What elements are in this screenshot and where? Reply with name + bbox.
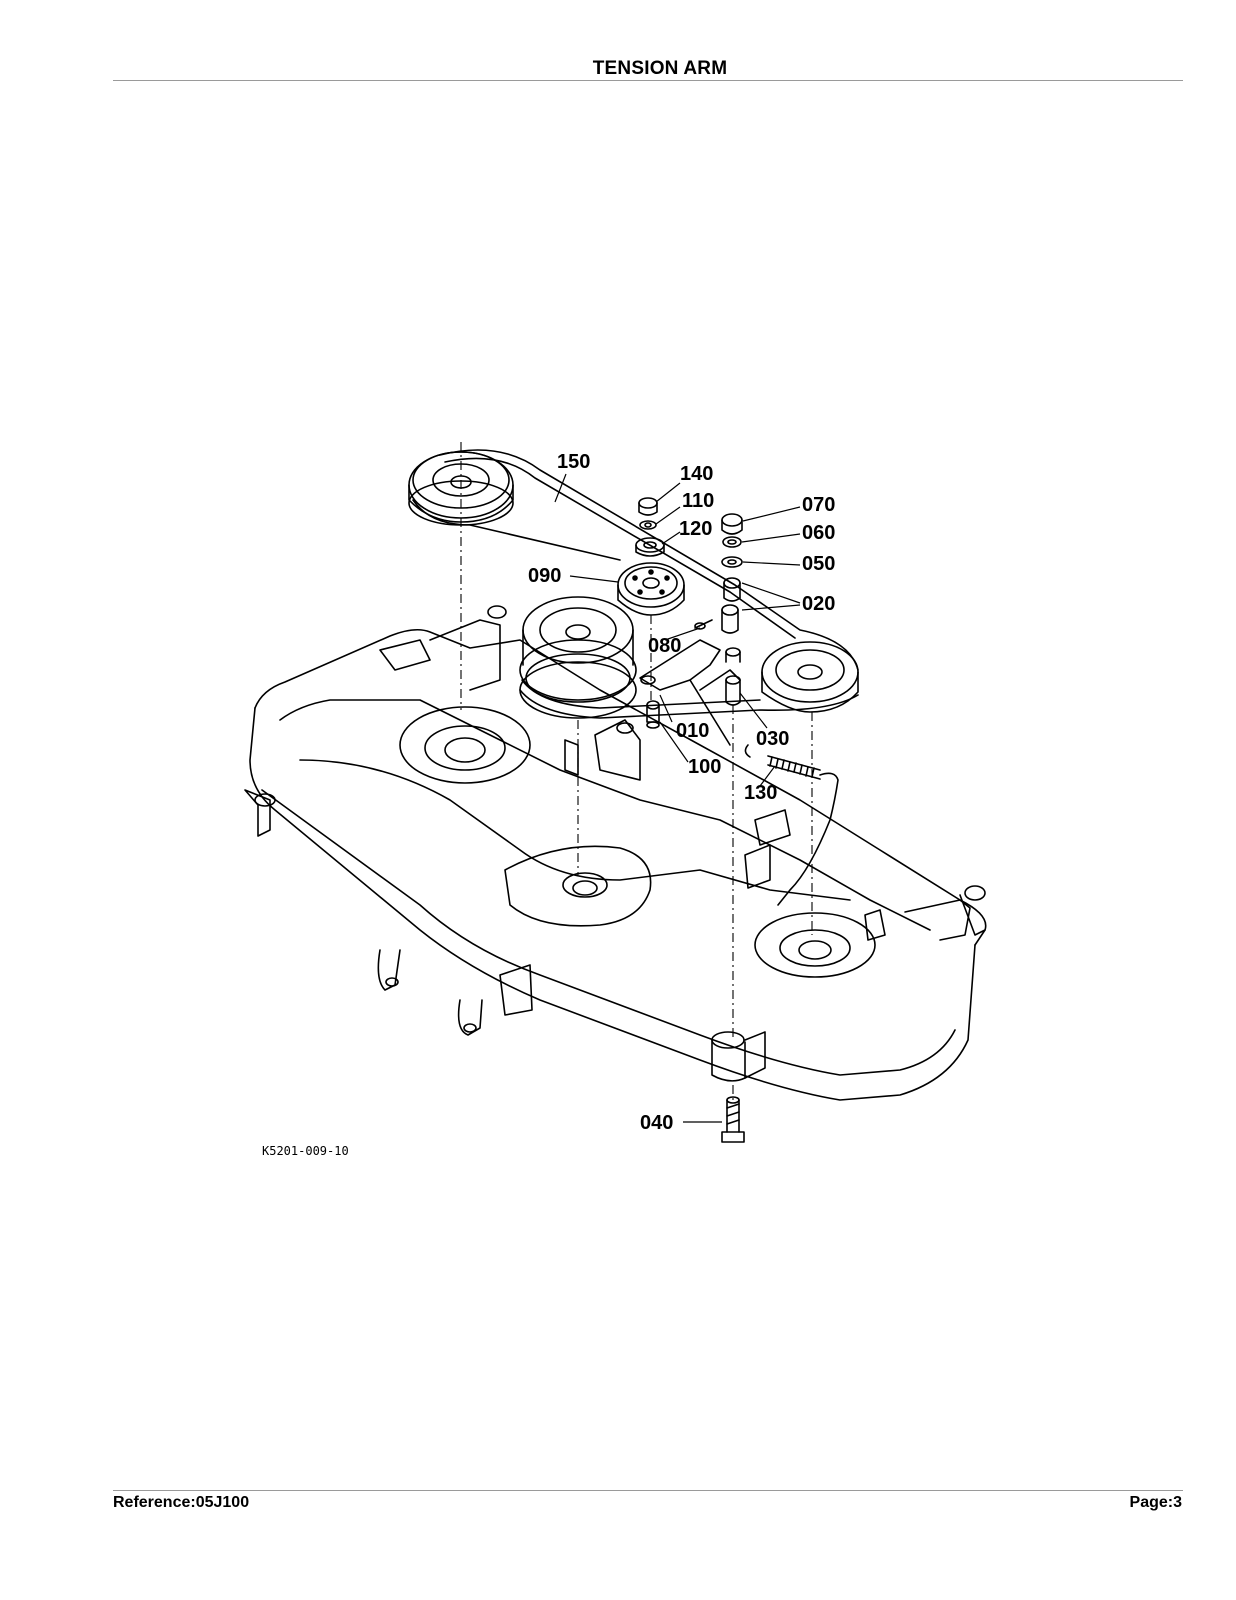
- callout-020: 020: [802, 593, 835, 615]
- reference-label: Reference:05J100: [113, 1494, 250, 1511]
- idler-pulley: [617, 562, 685, 616]
- callout-030: 030: [756, 728, 789, 750]
- page-title: TENSION ARM: [592, 58, 728, 79]
- mower-deck-housing: [244, 605, 987, 1101]
- drive-belt: [412, 449, 859, 719]
- callout-120: 120: [679, 518, 712, 540]
- header-rule: [113, 80, 1183, 81]
- stack-parts-right: [721, 513, 743, 706]
- callout-060: 060: [802, 522, 835, 544]
- callout-150: 150: [557, 451, 590, 473]
- stack-parts-center: [635, 497, 665, 557]
- center-bolt: [646, 700, 660, 729]
- callout-040: 040: [640, 1112, 673, 1134]
- tension-spring: [744, 744, 839, 906]
- page-number: Page:3: [1129, 1494, 1182, 1511]
- callout-070: 070: [802, 494, 835, 516]
- callout-080: 080: [648, 635, 681, 657]
- small-bolt: [694, 619, 713, 630]
- callout-130: 140: [680, 463, 713, 485]
- pivot-bolt: [721, 1096, 745, 1143]
- callout-010: 010: [676, 720, 709, 742]
- right-pulley: [761, 641, 859, 713]
- callout-050: 050: [802, 553, 835, 575]
- callout-090: 090: [528, 565, 561, 587]
- callout-140: 130: [744, 782, 777, 804]
- footer-rule: [113, 1490, 1183, 1491]
- callout-100: 100: [688, 756, 721, 778]
- callout-110: 110: [682, 490, 714, 512]
- drawing-code: K5201-009-10: [262, 1144, 349, 1158]
